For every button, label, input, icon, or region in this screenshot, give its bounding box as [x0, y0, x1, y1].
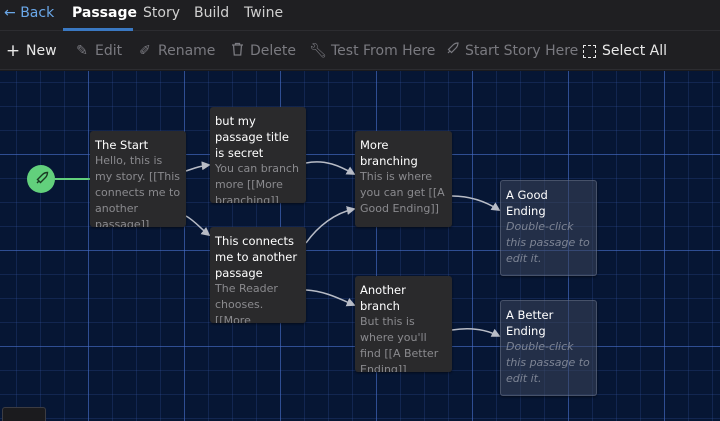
passage-card-the-start[interactable]: The Start Hello, this is my story. [[Thi… — [90, 131, 186, 227]
select-all-label: Select All — [602, 43, 667, 59]
link-start-to-secret — [185, 161, 211, 172]
edit-label: Edit — [95, 43, 123, 59]
passage-title: Another branch — [360, 283, 406, 313]
plus-icon: + — [5, 41, 21, 61]
passage-excerpt: You can branch more [[More branching]] — [215, 162, 299, 203]
map-zoom-control[interactable] — [2, 407, 46, 421]
rocket-icon — [27, 165, 55, 193]
passage-excerpt: Hello, this is my story. [[This connects… — [95, 154, 181, 227]
passage-title: A Better Ending — [506, 308, 554, 338]
delete-button[interactable]: Delete — [228, 41, 296, 61]
passage-excerpt: This is where you can get [[A Good Endin… — [360, 170, 445, 215]
passage-card-secret-title[interactable]: but my passage title is secret You can b… — [210, 107, 306, 203]
passage-title: This connects me to another passage — [215, 234, 298, 280]
rocket-icon — [443, 42, 461, 60]
arrow-left-icon: ← — [4, 5, 16, 21]
rename-button[interactable]: ✐ Rename — [136, 41, 215, 61]
select-all-button[interactable]: Select All — [583, 41, 667, 61]
passage-title: More branching — [360, 138, 418, 168]
passage-excerpt: The Reader chooses. [[More branching — [215, 282, 278, 323]
link-another-branch-to-better-ending — [451, 327, 501, 337]
passage-links — [55, 161, 501, 337]
passage-title: The Start — [95, 138, 149, 152]
passage-title: A Good Ending — [506, 188, 548, 218]
back-button[interactable]: ← Back — [4, 5, 54, 21]
active-tab-indicator — [63, 28, 133, 31]
link-start-to-connects — [185, 215, 211, 237]
link-connects-to-another-branch — [305, 289, 356, 307]
passage-card-connects[interactable]: This connects me to another passage The … — [210, 227, 306, 323]
passage-title: but my passage title is secret — [215, 114, 289, 160]
passage-excerpt: But this is where you'll find [[A Better… — [360, 315, 439, 372]
wrench-icon: 🔧︎ — [309, 43, 327, 59]
tab-story[interactable]: Story — [143, 5, 180, 21]
delete-label: Delete — [250, 43, 296, 59]
tab-build[interactable]: Build — [194, 5, 230, 21]
passage-excerpt: Double-click this passage to edit it. — [506, 220, 590, 265]
rename-icon: ✐ — [139, 43, 151, 59]
link-more-branching-to-good-ending — [451, 195, 501, 211]
new-label: New — [26, 43, 57, 59]
start-label: Start Story Here — [465, 43, 579, 59]
top-navigation: ← Back Passage Story Build Twine — [0, 0, 720, 31]
link-connects-to-more-branching — [305, 206, 356, 244]
passage-card-more-branching[interactable]: More branching This is where you can get… — [355, 131, 452, 227]
passage-card-better-ending[interactable]: A Better Ending Double-click this passag… — [500, 300, 597, 396]
test-label: Test From Here — [331, 43, 436, 59]
test-from-here-button[interactable]: 🔧︎ Test From Here — [309, 41, 435, 61]
passage-excerpt: Double-click this passage to edit it. — [506, 340, 590, 385]
passage-card-good-ending[interactable]: A Good Ending Double-click this passage … — [500, 180, 597, 276]
start-story-here-button[interactable]: Start Story Here — [443, 41, 578, 61]
story-map-canvas[interactable]: The Start Hello, this is my story. [[Thi… — [0, 71, 720, 421]
passage-toolbar: + New ✎ Edit ✐ Rename Delete 🔧︎ Test Fro… — [0, 31, 720, 70]
tab-passage[interactable]: Passage — [72, 5, 137, 21]
edit-button[interactable]: ✎ Edit — [73, 41, 122, 61]
new-button[interactable]: + New — [4, 41, 57, 61]
passage-card-another-branch[interactable]: Another branch But this is where you'll … — [355, 276, 452, 372]
trash-icon — [228, 42, 246, 60]
back-label: Back — [20, 5, 55, 21]
pencil-icon: ✎ — [76, 43, 88, 59]
rename-label: Rename — [158, 43, 216, 59]
link-secret-to-more-branching — [305, 161, 356, 175]
dashed-square-icon — [583, 44, 596, 58]
tab-twine[interactable]: Twine — [244, 5, 284, 21]
